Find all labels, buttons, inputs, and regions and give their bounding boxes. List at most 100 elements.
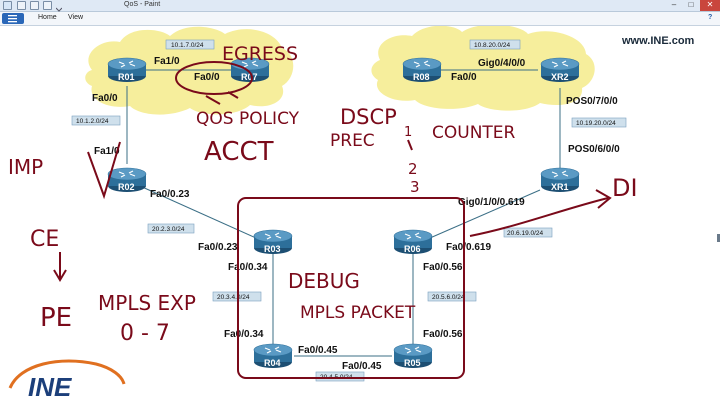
interface-label: Fa1/0 xyxy=(94,146,120,157)
note-number: 1 xyxy=(404,125,412,140)
interface-label: Fa0/0 xyxy=(92,93,118,104)
subnet-box xyxy=(315,371,365,382)
subnet-box xyxy=(503,227,553,238)
ribbon-bar: Home View ? xyxy=(0,12,720,26)
subnet-box xyxy=(165,39,215,50)
subnet-label: 10.1.2.0/24 xyxy=(76,118,109,125)
router-r07: R07 xyxy=(230,57,270,83)
topology-links xyxy=(126,69,561,357)
subnet-label: 10.8.20.0/24 xyxy=(474,42,511,49)
subnet-label: 20.2.3.0/24 xyxy=(152,226,185,233)
router-label: R05 xyxy=(404,358,421,368)
router-r03: R03 xyxy=(253,229,293,255)
interface-label: Fa0/0.56 xyxy=(423,262,463,273)
subnet-box xyxy=(571,117,627,128)
note-acct: ACCT xyxy=(204,137,274,167)
interface-label: Fa0/0.23 xyxy=(198,242,238,253)
note-imp: IMP xyxy=(8,155,43,179)
note-egress: EGRESS xyxy=(222,43,298,65)
note-debug: DEBUG xyxy=(288,269,360,293)
subnet-box xyxy=(469,39,521,50)
arrow-down-icon xyxy=(53,252,67,282)
note-qos-policy: QOS POLICY xyxy=(196,109,300,129)
router-r02: R02 xyxy=(107,167,147,193)
note-dscp: DSCP xyxy=(340,105,397,129)
close-button[interactable]: ✕ xyxy=(700,0,720,11)
handwritten-annotations xyxy=(53,61,612,379)
paint-app-icon[interactable] xyxy=(3,1,12,10)
ine-logo: INE xyxy=(8,359,126,402)
note-number: 3 xyxy=(410,178,420,196)
tab-home[interactable]: Home xyxy=(38,14,57,21)
title-bar: QoS - Paint – □ ✕ xyxy=(0,0,720,12)
interface-label: POS0/7/0/0 xyxy=(566,96,618,107)
note-di: DI xyxy=(612,174,638,202)
note-counter: COUNTER xyxy=(432,123,516,143)
subnet-label: 10.19.20.0/24 xyxy=(576,120,616,127)
interface-label: POS0/6/0/0 xyxy=(568,144,620,155)
interface-label: Fa0/0 xyxy=(451,72,477,83)
save-icon[interactable] xyxy=(17,1,26,10)
window-title: QoS - Paint xyxy=(124,1,161,8)
router-label: R07 xyxy=(241,72,258,82)
interface-label: Fa1/0 xyxy=(154,56,180,67)
subnet-label: 10.1.7.0/24 xyxy=(171,42,204,49)
router-label: R02 xyxy=(118,182,135,192)
redo-icon[interactable] xyxy=(43,1,52,10)
minimize-button[interactable]: – xyxy=(671,0,677,9)
scrollbar-thumb[interactable] xyxy=(717,234,720,242)
interface-label: Fa0/0.45 xyxy=(342,361,382,372)
subnet-box xyxy=(71,115,121,126)
router-r06: R06 xyxy=(393,229,433,255)
interface-label: Fa0/0.23 xyxy=(150,189,190,200)
ine-website: www.INE.com xyxy=(621,35,695,47)
interface-label: Fa0/0.56 xyxy=(423,329,463,340)
router-r08: R08 xyxy=(402,57,442,83)
note-pe: PE xyxy=(40,303,72,333)
cloud-right xyxy=(371,24,595,111)
circled-area xyxy=(237,197,465,379)
router-xr1: XR1 xyxy=(540,167,580,193)
chevron-down-icon xyxy=(55,7,63,12)
router-xr2: XR2 xyxy=(540,57,580,83)
tab-view[interactable]: View xyxy=(68,14,84,21)
router-label: XR2 xyxy=(551,72,569,82)
router-label: XR1 xyxy=(551,182,569,192)
interface-label: Fa0/0 xyxy=(194,72,220,83)
network-diagram: 10.1.7.0/24 10.8.20.0/24 10.1.2.0/24 10.… xyxy=(8,24,695,402)
interface-label: Gig0/4/0/0 xyxy=(478,58,526,69)
checkmark-icon xyxy=(87,141,121,200)
undo-icon[interactable] xyxy=(30,1,39,10)
router-label: R03 xyxy=(264,244,281,254)
logo-text: INE xyxy=(28,372,72,402)
file-menu-button[interactable] xyxy=(2,13,24,24)
help-icon[interactable]: ? xyxy=(708,14,713,21)
interface-label: Fa0/0.34 xyxy=(224,329,264,340)
maximize-button[interactable]: □ xyxy=(688,0,694,9)
subnet-label: 20.5.6.0/24 xyxy=(432,294,465,301)
note-mpls-exp: MPLS EXP xyxy=(98,291,196,315)
arrow-right-icon xyxy=(469,189,612,237)
router-r01: R01 xyxy=(107,57,147,83)
note-ce: CE xyxy=(30,227,59,252)
paint-canvas[interactable]: 10.1.7.0/24 10.8.20.0/24 10.1.2.0/24 10.… xyxy=(0,24,720,404)
interface-label: Gig0/1/0/0.619 xyxy=(458,197,525,208)
note-mpls-packet: MPLS PACKET xyxy=(300,303,416,323)
note-prec: PREC xyxy=(330,131,375,151)
router-label: R04 xyxy=(264,358,281,368)
subnet-box xyxy=(427,291,477,302)
subnet-box xyxy=(147,223,195,234)
interface-label: Fa0/0.619 xyxy=(446,242,491,253)
subnet-label: 20.3.4.0/24 xyxy=(217,294,250,301)
cloud-left xyxy=(85,26,294,115)
router-label: R06 xyxy=(404,244,421,254)
menu-icon xyxy=(8,15,17,23)
interface-label: Fa0/0.34 xyxy=(228,262,268,273)
customize-toolbar-icon[interactable] xyxy=(55,1,63,12)
router-label: R08 xyxy=(413,72,430,82)
note-range: 0 - 7 xyxy=(120,321,170,346)
note-number: 2 xyxy=(408,160,418,178)
router-r04: R04 xyxy=(253,343,293,369)
interface-label: Fa0/0.45 xyxy=(298,345,338,356)
subnet-label: 20.6.19.0/24 xyxy=(507,230,544,237)
